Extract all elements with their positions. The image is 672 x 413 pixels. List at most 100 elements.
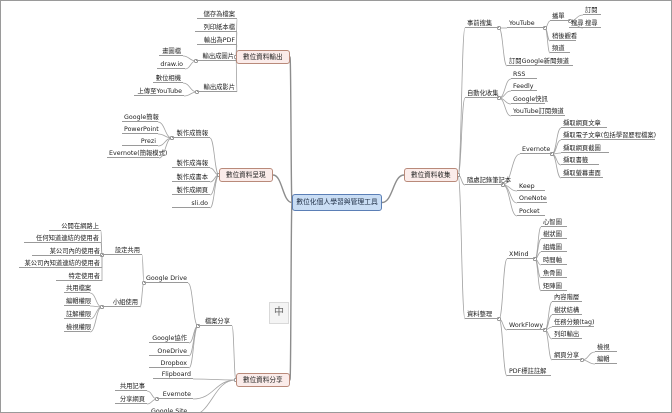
topic-n-x3[interactable]: 組織圖 bbox=[541, 243, 567, 252]
topic-n-comment[interactable]: 註解權限 bbox=[64, 311, 92, 319]
topic-n-sub[interactable]: 事前搜集 bbox=[465, 19, 499, 28]
topic-n-ev2[interactable]: 擷取電子文章(包括學習歷程檔案) bbox=[561, 132, 657, 140]
topic-n-shared[interactable]: 共用檔案 bbox=[64, 285, 92, 293]
topic-n-slido[interactable]: sli.do bbox=[172, 199, 210, 208]
main-topic-m-r[interactable]: 數位資料收集 bbox=[404, 168, 458, 182]
topic-n-pocket[interactable]: Pocket bbox=[517, 207, 545, 216]
topic-n-save[interactable]: 儲存為檔案 bbox=[197, 10, 237, 19]
connector-n-fileshare-n-dropbox bbox=[188, 325, 199, 369]
topic-n-w7[interactable]: 編輯 bbox=[595, 355, 617, 364]
connector-n-gdrive-n-team bbox=[139, 282, 145, 308]
connector-n-sub-n-gnews bbox=[498, 27, 508, 67]
topic-n-x6[interactable]: 矩陣圖 bbox=[541, 282, 567, 291]
topic-n-gnews[interactable]: 訂閱Google新聞頻道 bbox=[507, 57, 573, 66]
connector-n-fileshare-n-gdrive bbox=[187, 282, 199, 327]
topic-n-sub2[interactable]: 搜尋 bbox=[569, 19, 587, 28]
topic-n-drawing[interactable]: 畫圖檔 bbox=[159, 47, 183, 56]
topic-n-video[interactable]: 輸出成影片 bbox=[197, 83, 237, 92]
topic-n-pub[interactable]: 公開在網路上 bbox=[49, 222, 101, 231]
connector-m-bl-n-evernote2 bbox=[192, 379, 237, 400]
topic-n-w2[interactable]: 樹狀結構 bbox=[552, 306, 582, 315]
topic-n-later[interactable]: 稍後觀看 bbox=[550, 33, 578, 41]
connector-m-bl-n-flipboard bbox=[192, 378, 237, 381]
connector-n-img-n-drawio bbox=[184, 60, 197, 70]
connector-n-note-n-evernote bbox=[502, 153, 521, 186]
connector-n-note-n-pocket bbox=[502, 184, 518, 217]
topic-n-upyt[interactable]: 上傳至YouTube bbox=[134, 87, 184, 96]
topic-n-specific[interactable]: 特定使用者 bbox=[56, 272, 102, 281]
topic-n-onedrive[interactable]: OneDrive bbox=[149, 347, 189, 356]
topic-n-photo[interactable]: 數位相機 bbox=[153, 74, 183, 83]
topic-n-gsites[interactable]: Google協作 bbox=[149, 334, 189, 343]
topic-n-ev1[interactable]: 擷取網頁文章 bbox=[561, 119, 607, 128]
topic-n-rss[interactable]: RSS bbox=[511, 70, 537, 79]
topic-n-shpage[interactable]: 分享網頁 bbox=[115, 395, 147, 404]
topic-n-auto[interactable]: 自動化收集 bbox=[465, 90, 499, 98]
main-topic-m-tl[interactable]: 數位資料輸出 bbox=[236, 50, 290, 64]
ime-indicator[interactable]: 中 bbox=[269, 302, 289, 324]
topic-n-ev5[interactable]: 擷取螢幕畫面 bbox=[561, 169, 603, 178]
topic-n-x2[interactable]: 樹狀圖 bbox=[541, 230, 567, 239]
topic-n-ppt[interactable]: PowerPoint bbox=[122, 126, 159, 134]
topic-n-slide[interactable]: 製作成簡報 bbox=[172, 129, 210, 138]
topic-n-org2[interactable]: 資料整理 bbox=[465, 310, 499, 319]
topic-n-print[interactable]: 列印紙本檔 bbox=[195, 23, 237, 32]
connector-m-bl-n-fileshare bbox=[231, 325, 237, 381]
topic-n-edit[interactable]: 編輯權限 bbox=[64, 298, 92, 306]
topic-n-gdrive[interactable]: Google Drive bbox=[144, 275, 188, 283]
topic-n-galert[interactable]: Google快訊 bbox=[511, 96, 548, 104]
topic-n-x1[interactable]: 心智圖 bbox=[541, 218, 567, 227]
topic-n-ev3[interactable]: 擷取網頁截圖 bbox=[561, 144, 609, 153]
topic-n-evernote[interactable]: Evernote bbox=[520, 146, 552, 154]
topic-n-evpres[interactable]: Evernote(簡報模式) bbox=[107, 150, 168, 158]
topic-n-onenote[interactable]: OneNote bbox=[517, 195, 547, 203]
topic-n-web[interactable]: 製作成網頁 bbox=[172, 186, 210, 195]
topic-n-feedly[interactable]: Feedly bbox=[511, 82, 537, 91]
topic-n-ev4[interactable]: 擷取書籤 bbox=[561, 156, 599, 165]
topic-n-w5[interactable]: 網頁分享 bbox=[552, 351, 582, 360]
topic-n-xmind[interactable]: XMind bbox=[507, 250, 535, 259]
connector-root-m-tl bbox=[289, 56, 293, 204]
topic-n-w6[interactable]: 檢視 bbox=[595, 343, 617, 352]
topic-n-keep[interactable]: Keep bbox=[517, 182, 545, 191]
topic-n-team[interactable]: 小組使用 bbox=[102, 298, 140, 307]
topic-n-view[interactable]: 檢視權限 bbox=[64, 324, 92, 332]
topic-n-wf[interactable]: WorkFlowy bbox=[507, 322, 545, 330]
topic-n-x5[interactable]: 魚骨圖 bbox=[541, 269, 567, 278]
topic-n-x4[interactable]: 時間軸 bbox=[541, 256, 567, 265]
topic-n-w1[interactable]: 內容階層 bbox=[552, 293, 582, 302]
connector-root-m-l bbox=[272, 174, 293, 204]
topic-n-ebook[interactable]: 製作成書本 bbox=[172, 173, 210, 182]
topic-n-gslide[interactable]: Google簡報 bbox=[122, 114, 159, 122]
topic-n-flipboard[interactable]: Flipboard bbox=[153, 370, 193, 379]
topic-n-pdf[interactable]: 輸出為PDF bbox=[197, 36, 237, 45]
topic-n-gsite2[interactable]: Google Site bbox=[149, 407, 189, 412]
root-topic[interactable]: 數位化個人學習與管理工具 bbox=[292, 194, 382, 211]
topic-n-ytsub[interactable]: YouTube訂閱頻道 bbox=[511, 108, 565, 116]
topic-n-orglink[interactable]: 某公司內知道連結的使用者 bbox=[19, 259, 102, 268]
connector-m-r-n-auto bbox=[457, 97, 466, 176]
topic-n-shnote[interactable]: 共用記事 bbox=[115, 382, 147, 391]
topic-n-img[interactable]: 輸出成圖片 bbox=[196, 52, 236, 61]
topic-n-drawio[interactable]: draw.io bbox=[157, 60, 185, 69]
topic-n-anylink[interactable]: 任何知道連結的使用者 bbox=[24, 234, 101, 243]
topic-n-subs[interactable]: 訂閱 bbox=[583, 6, 601, 15]
topic-n-prezi[interactable]: Prezi bbox=[122, 137, 158, 146]
topic-n-poster[interactable]: 製作成海報 bbox=[172, 159, 210, 168]
topic-n-evernote2[interactable]: Evernote bbox=[157, 390, 193, 399]
topic-n-yt[interactable]: YouTube bbox=[507, 19, 545, 28]
topic-n-note[interactable]: 隨處記錄筆記本 bbox=[465, 177, 512, 185]
topic-n-sharefile[interactable]: 設定共用 bbox=[102, 246, 142, 255]
main-topic-m-bl[interactable]: 數位資料分享 bbox=[236, 373, 290, 387]
topic-n-sub1[interactable]: 播單 bbox=[550, 12, 570, 21]
topic-n-fileshare[interactable]: 檔案分享 bbox=[198, 317, 232, 326]
topic-n-chan[interactable]: 頻道 bbox=[550, 44, 570, 53]
topic-n-kw[interactable]: 搜尋 bbox=[583, 19, 601, 28]
main-topic-m-l[interactable]: 數位資料呈現 bbox=[219, 168, 273, 182]
topic-n-dropbox[interactable]: Dropbox bbox=[149, 359, 189, 368]
connector-n-org2-n-pdfnote bbox=[498, 318, 508, 377]
topic-n-org[interactable]: 某公司內的使用者 bbox=[32, 247, 102, 256]
topic-n-w4[interactable]: 列印輸出 bbox=[552, 330, 582, 339]
topic-n-pdfnote[interactable]: PDF標註註解 bbox=[507, 367, 551, 376]
topic-n-w3[interactable]: 任務分類(tag) bbox=[552, 319, 595, 327]
